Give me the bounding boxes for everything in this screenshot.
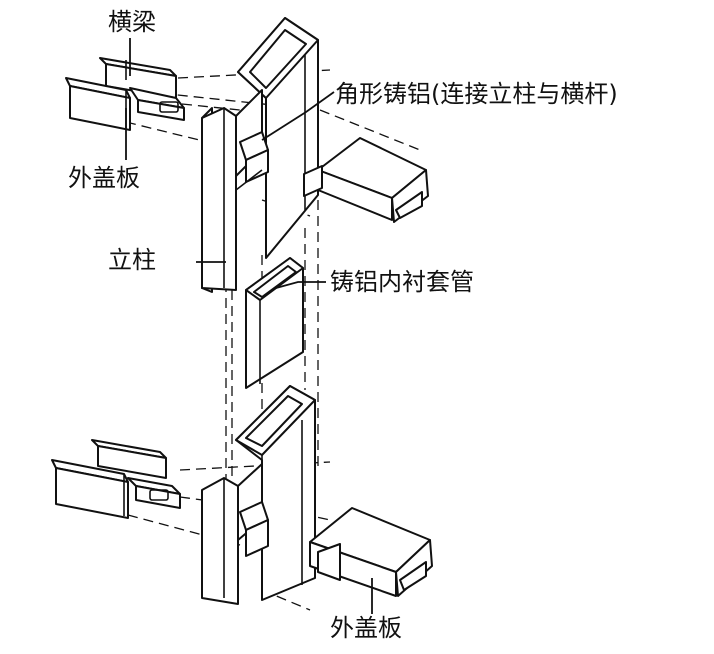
- lower-left-crossbeam: [51, 439, 181, 519]
- label-angle-cast-aluminum: 角形铸铝(连接立柱与横杆): [335, 80, 618, 108]
- upper-right-crossbeam: [303, 137, 429, 223]
- label-outer-cover-bottom: 外盖板: [330, 614, 402, 642]
- lower-column: [201, 385, 316, 605]
- label-column: 立柱: [108, 246, 156, 274]
- upper-column: [201, 17, 319, 293]
- label-outer-cover-top: 外盖板: [68, 164, 140, 192]
- cast-aluminum-inner-sleeve: [245, 257, 304, 389]
- leader-lines: [125, 38, 373, 614]
- label-cast-aluminum-sleeve: 铸铝内衬套管: [330, 268, 474, 296]
- lower-right-crossbeam: [309, 507, 433, 597]
- upper-left-crossbeam: [65, 57, 185, 131]
- label-crossbeam: 横梁: [108, 8, 156, 36]
